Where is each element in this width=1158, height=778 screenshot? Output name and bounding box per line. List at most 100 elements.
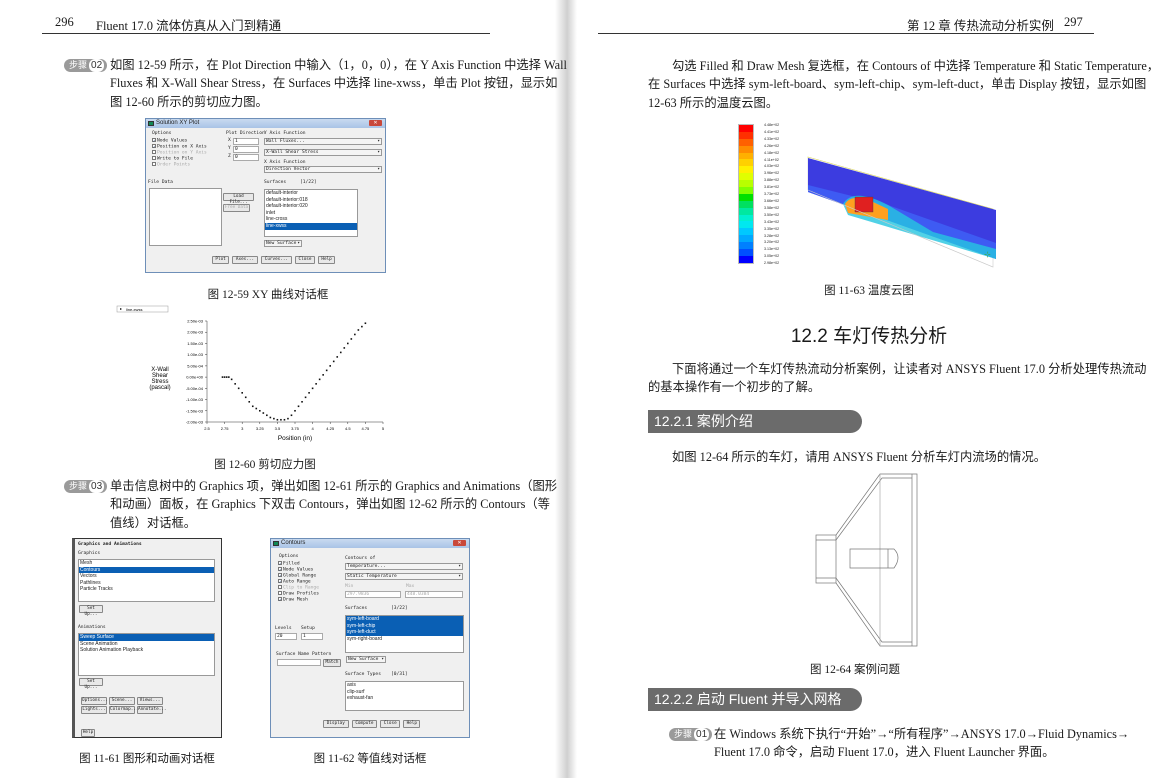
checkbox-option[interactable]: ✓Auto Range bbox=[278, 579, 319, 585]
list-item[interactable]: default-interior:020 bbox=[266, 203, 308, 210]
fluent-app-icon bbox=[148, 121, 154, 126]
list-item[interactable]: sym-left-chip bbox=[346, 622, 463, 630]
dialog-button-close[interactable]: Close bbox=[380, 720, 401, 728]
list-item[interactable]: inlet bbox=[266, 209, 276, 216]
y-axis-function-dropdown[interactable]: Wall Fluxes... bbox=[264, 138, 382, 145]
contours-quantity-dropdown[interactable]: Static Temperature bbox=[345, 573, 463, 580]
checkbox-option[interactable]: Position on Y Axis bbox=[152, 150, 207, 156]
direction-field[interactable]: 1 bbox=[233, 138, 259, 145]
y-axis-quantity-dropdown[interactable]: X-Wall Shear Stress bbox=[264, 149, 382, 156]
load-file-button[interactable]: Load File... bbox=[223, 193, 254, 205]
checkbox-icon[interactable]: ✓ bbox=[152, 144, 156, 149]
panel-button[interactable]: Scene... bbox=[109, 697, 135, 705]
panel-button[interactable]: Colormap... bbox=[109, 706, 139, 714]
min-field[interactable]: 297.9836 bbox=[345, 591, 401, 598]
list-item[interactable]: axis bbox=[347, 682, 356, 688]
close-icon[interactable]: ✕ bbox=[369, 120, 382, 126]
y-tick-label: 1.50e-03 bbox=[187, 341, 204, 346]
page-number: 296 bbox=[55, 15, 74, 29]
list-item[interactable]: sym-left-board bbox=[346, 616, 463, 623]
checkbox-icon[interactable] bbox=[152, 156, 156, 160]
panel-button[interactable]: Lights... bbox=[81, 706, 107, 714]
levels-field[interactable]: 20 bbox=[275, 633, 297, 640]
contours-dialog: Contours✕ Options ✓Filled✓Node Values✓Gl… bbox=[270, 538, 470, 738]
list-item[interactable]: Mesh bbox=[80, 560, 93, 566]
dialog-button-display[interactable]: Display bbox=[323, 720, 349, 728]
checkbox-icon[interactable] bbox=[152, 162, 156, 166]
dialog-button-curves[interactable]: Curves... bbox=[260, 256, 292, 264]
checkbox-icon[interactable] bbox=[152, 150, 156, 154]
checkbox-option[interactable]: Draw Profiles bbox=[278, 591, 319, 597]
y-tick-label: -2.00e-03 bbox=[186, 420, 204, 425]
list-item[interactable]: Solution Animation Playback bbox=[80, 647, 144, 654]
close-icon[interactable]: ✕ bbox=[453, 540, 466, 546]
list-item[interactable]: exhaust-fan bbox=[347, 695, 374, 702]
new-surface-dropdown[interactable]: New Surface bbox=[264, 240, 302, 247]
x-axis-function-dropdown[interactable]: Direction Vector bbox=[264, 166, 382, 173]
list-item[interactable]: line-xwss bbox=[265, 222, 357, 230]
data-point bbox=[294, 409, 296, 412]
animations-setup-button[interactable]: Set Up... bbox=[79, 678, 103, 690]
panel-button[interactable]: Views... bbox=[137, 697, 163, 705]
list-item[interactable]: default-interior bbox=[266, 190, 298, 196]
list-item[interactable]: sym-left-duct bbox=[346, 629, 463, 636]
checkbox-option[interactable]: ✓Position on X Axis bbox=[152, 144, 207, 150]
dialog-button-compute[interactable]: Compute bbox=[351, 720, 378, 728]
checkbox-icon[interactable]: ✓ bbox=[278, 597, 282, 602]
setup-field[interactable]: 1 bbox=[301, 633, 323, 640]
list-item[interactable]: Scene Animation bbox=[80, 640, 118, 647]
checkbox-icon[interactable]: ✓ bbox=[278, 561, 282, 566]
surface-name-pattern-input[interactable] bbox=[277, 659, 321, 666]
direction-field[interactable]: 0 bbox=[233, 154, 259, 161]
min-label: Min bbox=[345, 584, 354, 589]
list-item[interactable]: clip-surf bbox=[347, 688, 365, 695]
data-point bbox=[287, 417, 289, 420]
free-data-button[interactable]: Free Data bbox=[223, 204, 250, 212]
dialog-button-axes[interactable]: Axes... bbox=[232, 256, 258, 264]
list-item[interactable]: line-cross bbox=[266, 216, 288, 223]
new-surface-dropdown[interactable]: New Surface bbox=[346, 656, 386, 663]
checkbox-option[interactable]: Clip to Range bbox=[278, 585, 319, 591]
list-item[interactable]: Particle Tracks bbox=[80, 586, 113, 593]
checkbox-icon[interactable]: ✓ bbox=[278, 573, 282, 578]
contours-of-dropdown[interactable]: Temperature... bbox=[345, 563, 463, 570]
dialog-button-help[interactable]: Help bbox=[403, 720, 421, 728]
max-field[interactable]: 448.0384 bbox=[405, 591, 463, 598]
checkbox-option[interactable]: Order Points bbox=[152, 162, 207, 168]
checkbox-option[interactable]: Write to File bbox=[152, 156, 207, 162]
match-button[interactable]: Match bbox=[323, 659, 341, 667]
direction-field[interactable]: 0 bbox=[233, 146, 259, 153]
file-data-list[interactable] bbox=[149, 188, 222, 246]
dialog-button-close[interactable]: Close bbox=[295, 256, 315, 264]
graphics-setup-button[interactable]: Set Up... bbox=[79, 605, 103, 617]
checkbox-option[interactable]: ✓Global Range bbox=[278, 573, 319, 579]
checkbox-icon[interactable]: ✓ bbox=[152, 138, 156, 143]
list-item[interactable]: Contours bbox=[79, 566, 214, 574]
checkbox-icon[interactable]: ✓ bbox=[278, 567, 282, 572]
checkbox-option[interactable]: ✓Filled bbox=[278, 561, 319, 567]
list-item[interactable]: default-interior:018 bbox=[266, 196, 308, 203]
list-item[interactable]: Pathlines bbox=[80, 579, 101, 586]
checkbox-icon[interactable]: ✓ bbox=[278, 579, 282, 584]
help-button[interactable]: Help bbox=[81, 729, 95, 737]
list-item[interactable]: sym-right-board bbox=[347, 635, 383, 642]
dialog-button-plot[interactable]: Plot bbox=[212, 256, 230, 264]
dialog-button-help[interactable]: Help bbox=[318, 256, 336, 264]
list-item[interactable]: Sweep Surface bbox=[79, 634, 214, 641]
data-point bbox=[283, 418, 286, 421]
checkbox-option[interactable]: ✓Draw Mesh bbox=[278, 597, 319, 603]
panel-button[interactable]: Annotate... bbox=[137, 706, 167, 714]
list-item[interactable]: Vectors bbox=[80, 573, 97, 580]
checkbox-icon[interactable] bbox=[278, 585, 282, 589]
subsection-heading: 12.2.1 案例介绍 bbox=[648, 410, 862, 433]
checkbox-option[interactable]: ✓Node Values bbox=[278, 567, 319, 573]
checkbox-icon[interactable] bbox=[278, 591, 282, 595]
panel-button[interactable]: Options... bbox=[81, 697, 108, 705]
checkbox-option[interactable]: ✓Node Values bbox=[152, 138, 207, 144]
